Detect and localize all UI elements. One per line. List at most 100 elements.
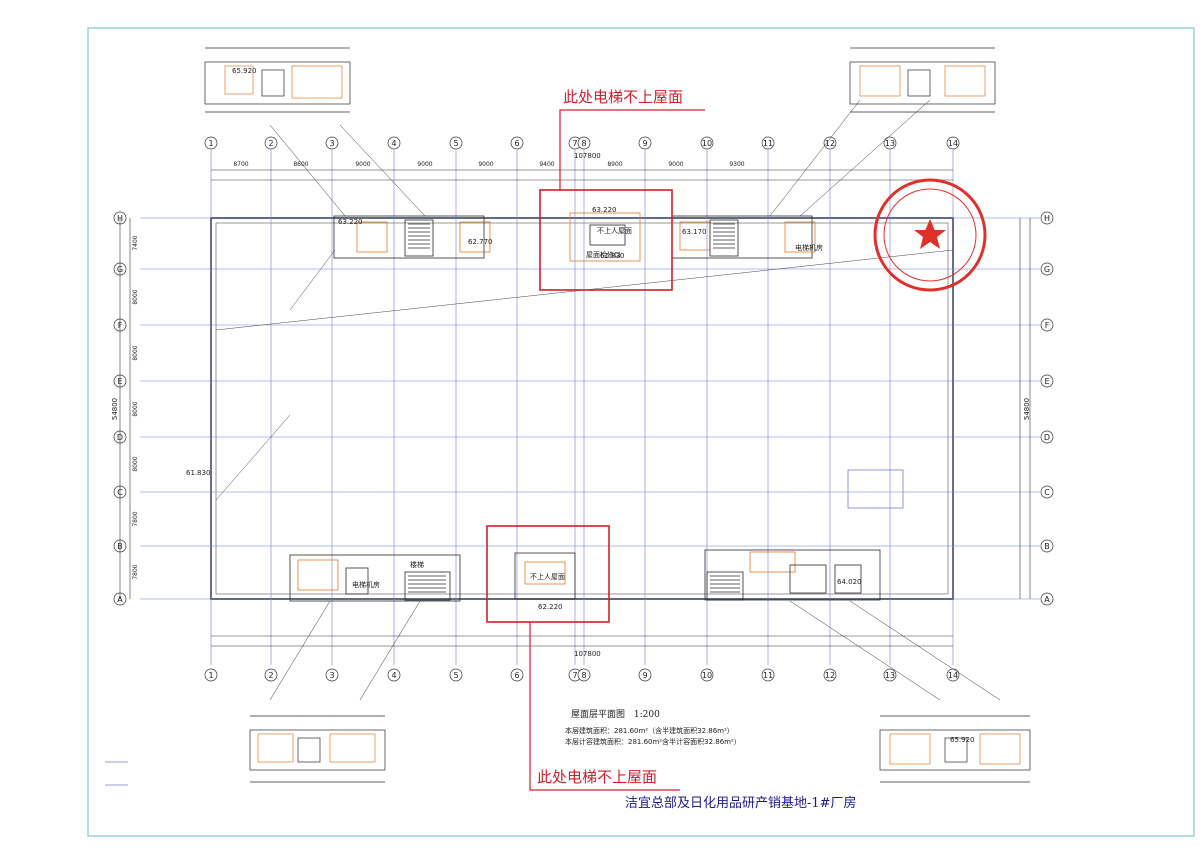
grid-bubble-row-C [1040, 485, 1054, 499]
grid-label-col-5: 5 [453, 671, 458, 680]
dim-left-4: 8000 [132, 456, 139, 471]
grid-label-col-2: 2 [268, 139, 273, 148]
grid-label-col-14: 14 [948, 671, 958, 680]
detail-plan-top-left [204, 47, 351, 113]
detail-plan-top-right [849, 47, 996, 113]
label-machine-room-bottom: 电梯机房 [352, 581, 380, 589]
grid-label-col-11: 11 [763, 139, 773, 148]
note-elevator-bottom: 此处电梯不上屋面 [537, 768, 658, 786]
grid-bubble-col-10 [700, 136, 714, 150]
grid-bubble-row-F [1040, 318, 1054, 332]
area-line-2: 本层计容建筑面积：281.60m²含半计容面积32.86m²） [565, 738, 741, 746]
grid-bubble-col-9 [638, 136, 652, 150]
grid-label-row-B: B [1044, 542, 1050, 551]
level-tag-top-east: 63.170 [682, 228, 707, 236]
highlight-box-bottom [486, 525, 610, 623]
dim-top-4: 9000 [478, 161, 493, 168]
label-hatch-top: 屋面检修口 [586, 251, 621, 259]
area-line-1: 本层建筑面积：281.60m²（含半建筑面积32.86m²） [565, 727, 734, 735]
grid-label-col-9: 9 [642, 139, 647, 148]
legend-lines [105, 761, 128, 786]
bottom-core-center [514, 552, 576, 600]
grid-label-col-10: 10 [702, 671, 712, 680]
plan-name-text: 屋面层平面图 [571, 710, 626, 720]
total-width-top: 107800 [574, 152, 601, 160]
grid-label-row-D: D [1044, 433, 1050, 442]
grid-label-col-11: 11 [763, 671, 773, 680]
plan-scale: 1:200 [633, 710, 660, 720]
dim-top-6: 8900 [607, 161, 622, 168]
grid-bubble-row-B [1040, 539, 1054, 553]
grid-bubble-col-8 [577, 668, 591, 682]
grid-bubble-col-9 [638, 668, 652, 682]
building-outline [210, 217, 954, 600]
dim-top-8: 9300 [729, 161, 744, 168]
grid-label-row-G: G [1044, 265, 1050, 274]
grid-bubble-col-8 [577, 136, 591, 150]
level-tag-top-west: 63.220 [338, 218, 363, 226]
grid-bubble-col-1 [204, 668, 218, 682]
drawing-title: 洁宜总部及日化用品研产销基地-1#厂房 [625, 796, 857, 811]
level-tag-bottom-east: 64.020 [837, 578, 862, 586]
total-depth-right: 54800 [1023, 397, 1032, 421]
grid-bubble-col-3 [325, 136, 339, 150]
grid-bubble-col-6 [510, 136, 524, 150]
level-tag-detail-tl: 65.920 [232, 67, 257, 75]
grid-bubble-col-10 [700, 668, 714, 682]
level-tag-detail-br: 65.920 [950, 736, 975, 744]
grid-bubble-col-11 [761, 668, 775, 682]
grid-label-col-8: 8 [581, 671, 586, 680]
grid-label-col-12: 12 [825, 671, 835, 680]
dim-top-0: 8700 [233, 161, 248, 168]
grid-bubble-col-4 [387, 136, 401, 150]
grid-label-col-7: 7 [572, 139, 577, 148]
grid-label-col-13: 13 [885, 139, 895, 148]
grid-label-col-10: 10 [702, 139, 712, 148]
grid-label-col-4: 4 [391, 139, 396, 148]
grid-bubble-row-A [1040, 592, 1054, 606]
grid-label-col-6: 6 [514, 671, 519, 680]
top-core-center [569, 212, 641, 262]
grid-bubble-col-12 [823, 136, 837, 150]
grid-bubble-row-D [1040, 430, 1054, 444]
parapet-line [215, 222, 949, 595]
top-core-west [333, 215, 491, 259]
level-tag-top-west-2: 62.770 [468, 238, 493, 246]
grid-bubble-col-12 [823, 668, 837, 682]
grid-bubble-col-11 [761, 136, 775, 150]
dim-top-1: 8600 [293, 161, 308, 168]
grid-label-col-8: 8 [581, 139, 586, 148]
detail-plan-bottom-left [249, 715, 386, 783]
grid-label-col-1: 1 [208, 139, 213, 148]
note-elevator-top: 此处电梯不上屋面 [563, 88, 684, 106]
grid-bubble-col-3 [325, 668, 339, 682]
grid-bubble-row-H [1040, 211, 1054, 225]
total-width-bottom: 107800 [574, 650, 601, 658]
red-leader-bottom [529, 622, 680, 791]
design-stamp [873, 178, 987, 292]
grid-label-row-H: H [1044, 214, 1050, 223]
grid-bubble-col-4 [387, 668, 401, 682]
dim-left-3: 8000 [132, 401, 139, 416]
grid-label-col-6: 6 [514, 139, 519, 148]
grid-bubble-col-5 [449, 668, 463, 682]
grid-label-col-3: 3 [329, 139, 334, 148]
sheet-border [87, 27, 1195, 837]
level-tag-bottom-center: 62.220 [538, 603, 563, 611]
top-core-east [671, 215, 816, 259]
grid-label-col-12: 12 [825, 139, 835, 148]
dim-left-5: 7800 [132, 511, 139, 526]
grid-bubble-col-5 [449, 136, 463, 150]
grid-label-col-4: 4 [391, 671, 396, 680]
red-leader-top [559, 109, 705, 190]
dim-left-2: 8000 [132, 345, 139, 360]
dim-left-1: 8000 [132, 289, 139, 304]
bottom-core-east [704, 469, 904, 601]
drainage-lines [215, 249, 954, 501]
dimension-lines [119, 169, 1031, 647]
grid-bubble-row-G [1040, 262, 1054, 276]
label-stair-bottom: 楼梯 [410, 561, 424, 569]
